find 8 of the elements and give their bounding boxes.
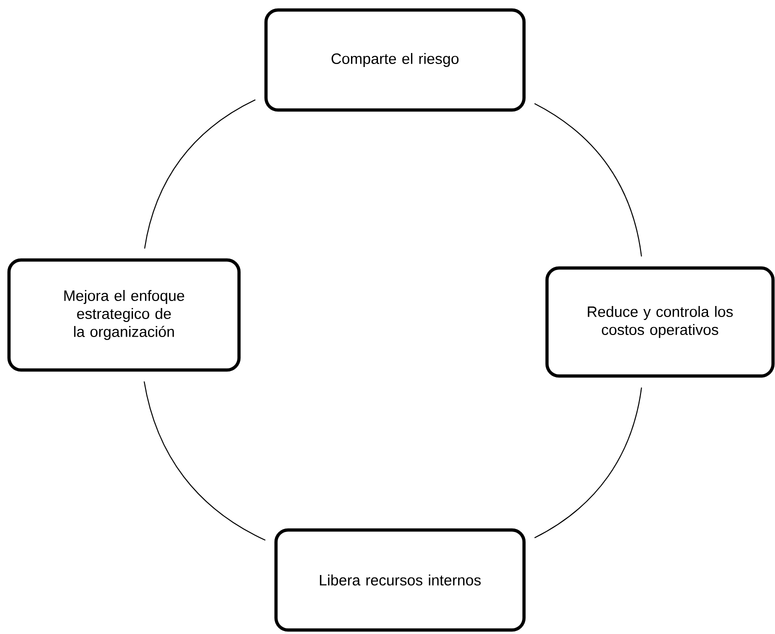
process-box: Comparte el riesgo [264,8,526,112]
connector-arc [534,103,642,257]
connector-arc [144,380,266,541]
connector-arc [144,99,256,250]
process-box: Reduce y controla los costos operativos [545,266,775,378]
process-box: Mejora el enfoque estrategico de la organización [7,258,241,372]
process-box: Libera recursos internos [274,528,526,632]
connector-arc [534,387,642,538]
